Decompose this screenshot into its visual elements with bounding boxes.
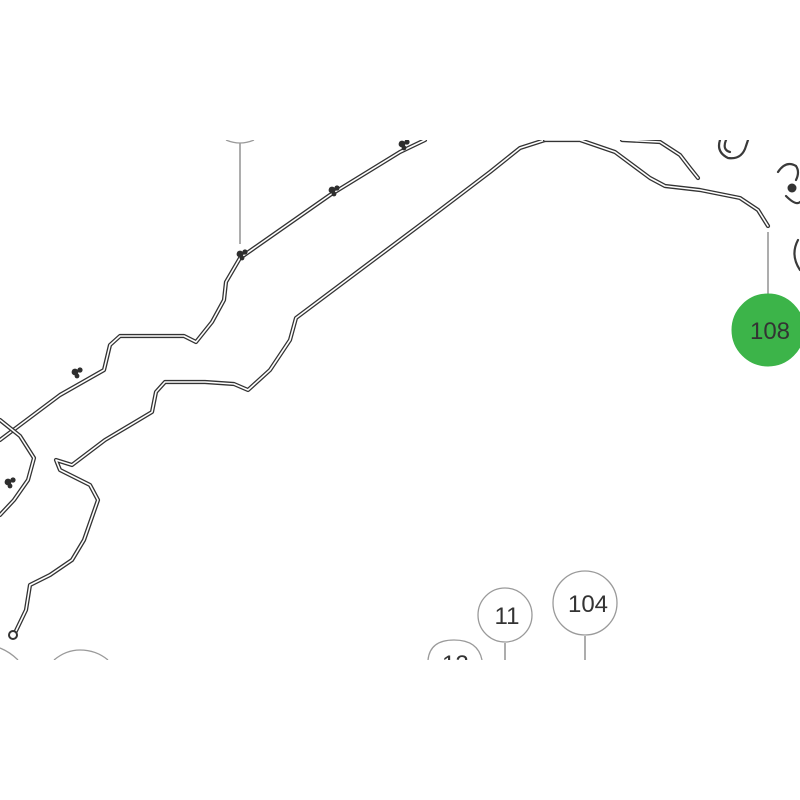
callout-11-label[interactable]: 11 xyxy=(495,603,520,630)
partial-callout-bottom-left xyxy=(0,647,19,660)
brake-line-upper[interactable] xyxy=(0,140,428,518)
partial-callout-bottom xyxy=(53,649,109,660)
callout-104-label[interactable]: 104 xyxy=(568,591,608,618)
partial-callout-bottom-12 xyxy=(427,639,483,660)
callout-108[interactable]: 108 xyxy=(731,293,800,367)
brake-line-right[interactable] xyxy=(542,140,771,229)
brake-line-lower[interactable] xyxy=(11,140,548,638)
line-fitting-end xyxy=(8,630,18,640)
callout-104-circle[interactable] xyxy=(552,570,618,636)
callout-104[interactable]: 104 xyxy=(552,570,618,636)
callout-108-label[interactable]: 108 xyxy=(750,318,790,345)
callout-108-circle[interactable] xyxy=(731,293,800,367)
partial-callout-label: 12 xyxy=(442,651,469,678)
line-clip xyxy=(4,477,16,489)
line-clip xyxy=(71,367,83,379)
line-clip xyxy=(328,185,340,197)
line-clip xyxy=(236,249,248,261)
hose-fitting-partial xyxy=(717,140,800,272)
callout-11-circle[interactable] xyxy=(477,587,533,643)
partial-callout-top xyxy=(225,140,255,144)
line-clip xyxy=(398,140,410,151)
callout-11[interactable]: 11 xyxy=(477,587,533,643)
